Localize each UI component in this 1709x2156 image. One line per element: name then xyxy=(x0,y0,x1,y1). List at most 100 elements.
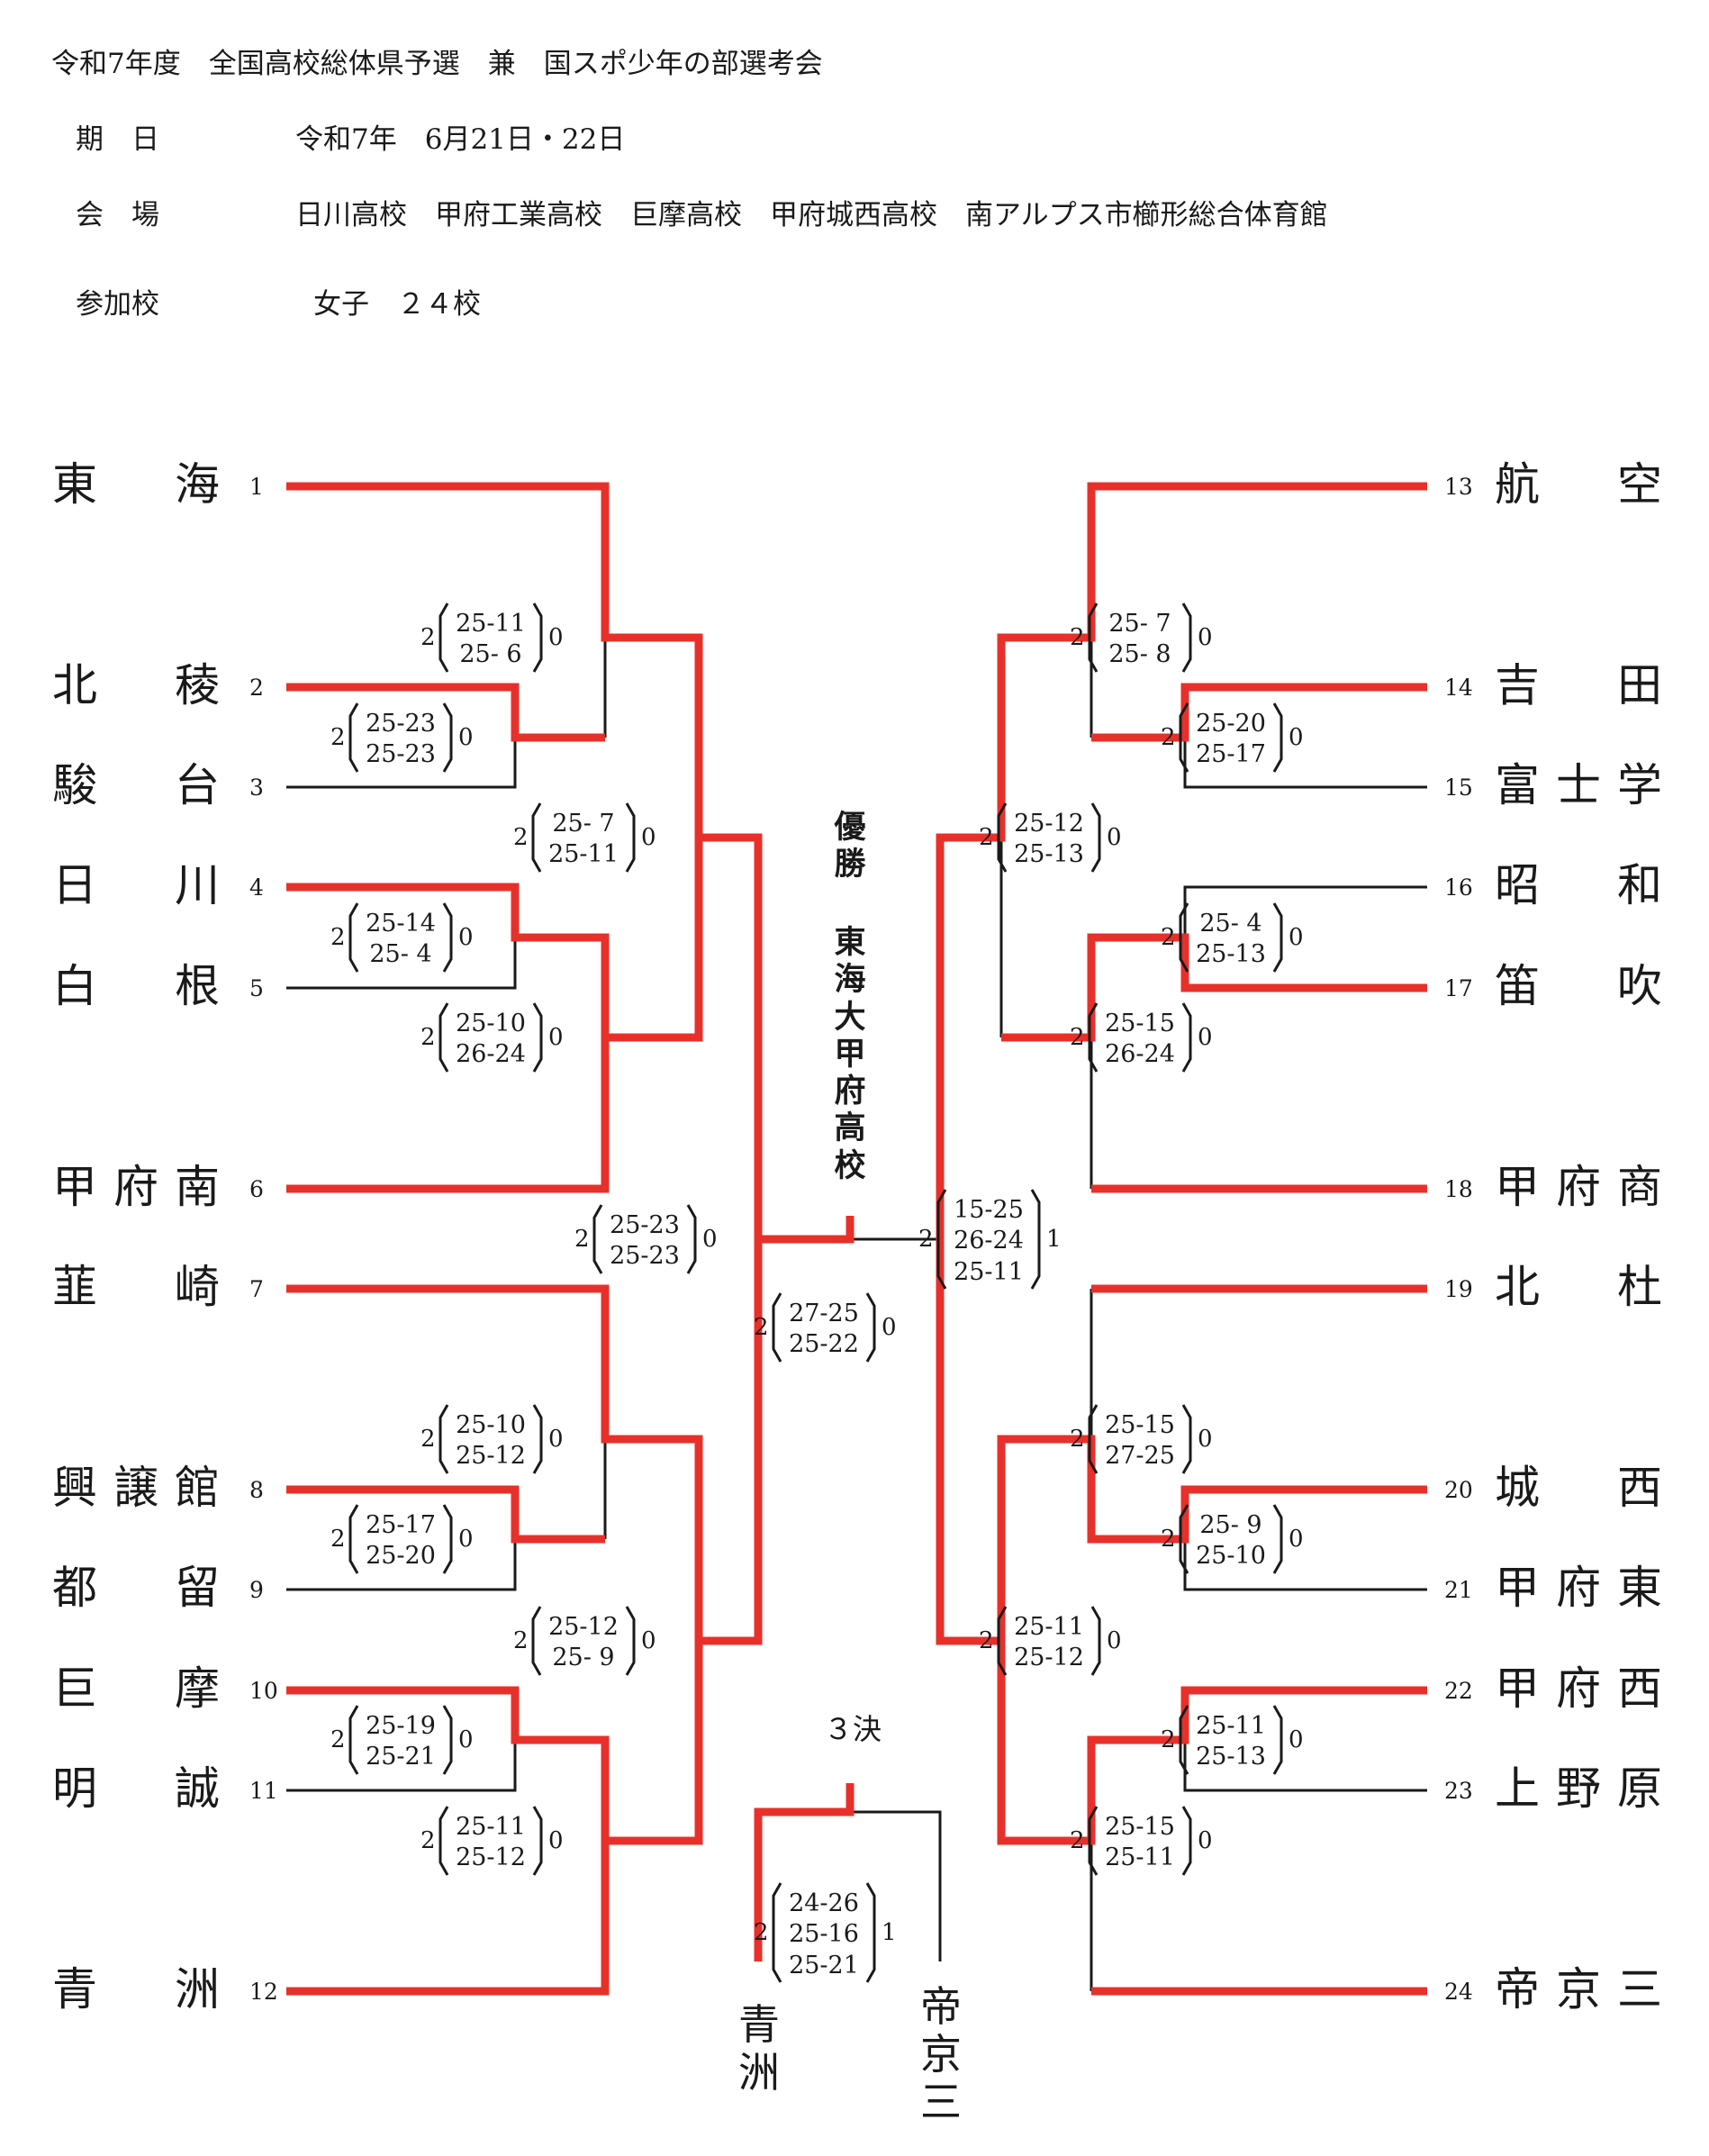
score-paren-right xyxy=(1272,1504,1283,1574)
team-name-char: 譲 xyxy=(113,1462,158,1514)
lw-2 xyxy=(286,683,605,742)
team-14: 吉田 xyxy=(1495,663,1666,711)
match-score-final: 27-25 25-22 xyxy=(789,1300,859,1359)
team-seed-3: 3 xyxy=(249,775,264,801)
rl-23 xyxy=(1183,1740,1427,1792)
ll-5 xyxy=(286,938,517,990)
team-name-char: 誠 xyxy=(175,1762,220,1815)
team-name-char: 稜 xyxy=(175,659,220,711)
score-paren-left xyxy=(772,1292,782,1363)
match-sets-won-m7: 2 xyxy=(420,1426,436,1453)
match-score-m19v20: 25-15 27-25 xyxy=(1105,1411,1175,1471)
third-place-right-char-3: 三 xyxy=(920,2077,962,2126)
match-sets-won-rqf1: 2 xyxy=(979,824,994,851)
score-paren-right xyxy=(686,1204,697,1274)
score-paren-left xyxy=(1179,1504,1189,1574)
match-sets-lost-m4v5: 0 xyxy=(458,924,474,951)
score-paren-right xyxy=(532,1806,543,1876)
team-name-char: 川 xyxy=(175,859,220,911)
team-seed-10: 10 xyxy=(249,1678,278,1704)
score-paren-left xyxy=(531,1606,542,1676)
score-paren-right xyxy=(1181,1404,1192,1474)
team-19: 北杜 xyxy=(1495,1264,1666,1313)
third-place-label: ３決 xyxy=(824,1712,882,1746)
match-sets-won-m10v11: 2 xyxy=(330,1726,346,1753)
match-sets-won-m6: 2 xyxy=(420,1024,436,1051)
match-score-m4v5: 25-14 25- 4 xyxy=(366,910,436,969)
score-paren-left xyxy=(439,1002,449,1073)
team-seed-8: 8 xyxy=(249,1477,264,1503)
rw-22 xyxy=(997,1641,1427,1845)
team-seed-20: 20 xyxy=(1444,1477,1473,1503)
match-sets-lost-third: 1 xyxy=(882,1919,897,1946)
score-paren-right xyxy=(1030,1189,1041,1290)
team-seed-13: 13 xyxy=(1444,474,1473,500)
team-name-char: 昭 xyxy=(1495,859,1540,911)
team-name-char: 杜 xyxy=(1617,1261,1662,1313)
page-title: 令和7年度 全国高校総体県予選 兼 国スポ少年の部選考会 xyxy=(51,48,823,80)
team-seed-14: 14 xyxy=(1444,675,1473,701)
match-sets-won-m22v23: 2 xyxy=(1161,1726,1176,1753)
score-paren-right xyxy=(625,1606,636,1676)
team-name-char: 航 xyxy=(1495,458,1540,511)
score-paren-left xyxy=(348,902,359,973)
score-paren-right xyxy=(442,902,453,973)
team-10: 巨摩 xyxy=(52,1666,223,1715)
team-name-char: 巨 xyxy=(52,1662,97,1715)
match-sets-won-third: 2 xyxy=(754,1919,769,1946)
score-paren-right xyxy=(1090,1606,1101,1676)
team-seed-11: 11 xyxy=(249,1778,278,1804)
match-sets-won-m2v3: 2 xyxy=(330,724,346,751)
match-score-m7: 25-10 25-12 xyxy=(456,1411,526,1471)
team-name-char: 館 xyxy=(175,1462,220,1514)
match-sets-won-m13: 2 xyxy=(1070,624,1085,651)
rl-16 xyxy=(1183,885,1427,938)
match-sets-lost-m12: 0 xyxy=(548,1827,564,1854)
match-sets-won-m1: 2 xyxy=(420,624,436,651)
match-sets-won-lqf1: 2 xyxy=(513,824,529,851)
team-name-char: 三 xyxy=(1617,1963,1662,2016)
score-paren-right xyxy=(1181,1806,1192,1876)
match-score-m1: 25-11 25- 6 xyxy=(456,610,526,669)
score-paren-right xyxy=(532,1404,543,1474)
team-22: 甲府西 xyxy=(1495,1666,1666,1715)
score-paren-left xyxy=(997,802,1008,873)
rl-21 xyxy=(1183,1539,1427,1591)
team-seed-18: 18 xyxy=(1444,1176,1473,1202)
match-sets-won-m19v20: 2 xyxy=(1070,1426,1085,1453)
match-sets-lost-rsf: 1 xyxy=(1046,1226,1062,1253)
match-score-m20v21: 25- 9 25-10 xyxy=(1196,1511,1266,1571)
team-seed-6: 6 xyxy=(249,1176,264,1202)
team-1: 東海 xyxy=(52,462,223,511)
team-9: 都留 xyxy=(52,1565,223,1614)
score-paren-right xyxy=(865,1292,876,1363)
match-score-lqf2: 25-12 25- 9 xyxy=(548,1613,619,1672)
match-score-m6: 25-10 26-24 xyxy=(456,1010,526,1069)
score-paren-left xyxy=(439,1806,449,1876)
score-paren-left xyxy=(348,1705,359,1775)
team-name-char: 商 xyxy=(1617,1161,1662,1213)
match-score-m22v23: 25-11 25-13 xyxy=(1196,1712,1266,1771)
score-paren-right xyxy=(442,1705,453,1775)
match-sets-lost-m17v18: 0 xyxy=(1198,1024,1213,1051)
team-name-char: 青 xyxy=(52,1963,97,2016)
rl-15 xyxy=(1183,738,1427,789)
match-score-rsf: 15-25 26-24 25-11 xyxy=(954,1196,1024,1286)
match-score-rqf2: 25-11 25-12 xyxy=(1014,1613,1084,1672)
lw-12 xyxy=(286,1841,610,1996)
match-score-m16v17: 25- 4 25-13 xyxy=(1196,910,1266,969)
third-place-right-char-1: 帝 xyxy=(920,1982,962,2031)
rw-20 xyxy=(936,838,1427,1645)
team-name-char: 興 xyxy=(52,1462,97,1514)
match-sets-won-lqf2: 2 xyxy=(513,1627,529,1654)
match-sets-lost-m22v23: 0 xyxy=(1289,1726,1304,1753)
match-score-lsf: 25-23 25-23 xyxy=(610,1211,680,1271)
match-score-lqf1: 25- 7 25-11 xyxy=(548,810,619,869)
team-name-char: 韮 xyxy=(52,1261,97,1313)
champion-name-char-2: 海 xyxy=(834,961,866,999)
score-paren-left xyxy=(1088,1404,1099,1474)
team-name-char: 甲 xyxy=(1495,1161,1540,1213)
lw-8 xyxy=(286,1485,605,1544)
score-paren-left xyxy=(1179,1705,1189,1775)
team-name-char: 摩 xyxy=(175,1662,220,1715)
